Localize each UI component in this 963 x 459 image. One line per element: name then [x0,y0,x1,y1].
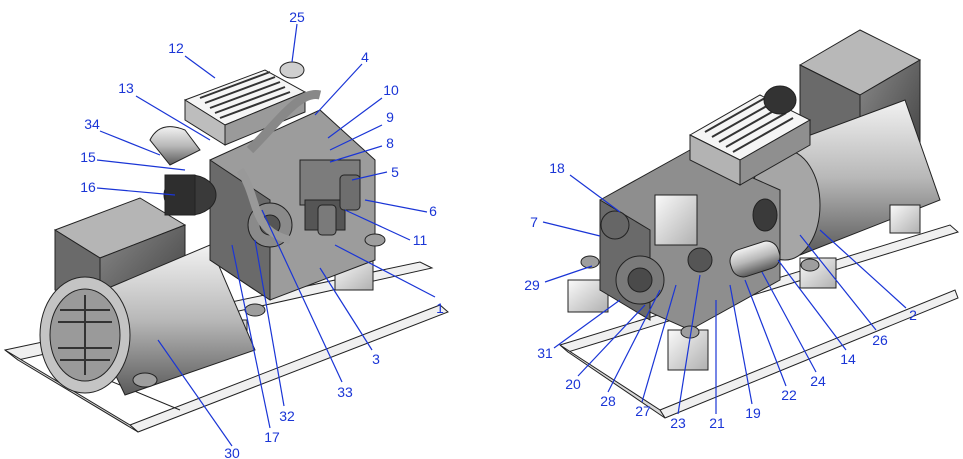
left-alternator-body [39,244,256,396]
left-heat-exchanger [183,69,307,146]
callout-label: 16 [80,179,96,195]
callout-label: 5 [391,164,399,180]
left-air-filter [163,174,217,216]
callout-label: 6 [429,203,437,219]
right-water-pump [687,247,713,273]
callout-label: 33 [337,384,353,400]
callout-label: 34 [84,116,100,132]
callout-label: 2 [909,307,917,323]
callout-label: 8 [386,135,394,151]
callout-label: 15 [80,149,96,165]
callout-label: 27 [635,403,651,419]
callout-label: 31 [537,345,553,361]
callout-label: 12 [168,40,184,56]
callout-label: 20 [565,376,581,392]
right-alternator-pulley [600,210,630,240]
callout-label: 24 [810,373,826,389]
callout-label: 29 [524,277,540,293]
right-generator-view [558,29,960,419]
left-leader-lines [96,23,436,447]
left-generator-view [3,61,449,433]
callout-label: 3 [372,351,380,367]
callout-label: 26 [872,332,888,348]
right-exhaust-mixer [729,240,781,278]
left-oil-filter [339,174,361,211]
callout-label: 14 [840,351,856,367]
callout-label: 10 [383,82,399,98]
callout-label: 30 [224,445,240,459]
callout-label: 23 [670,415,686,431]
callout-label: 19 [745,405,761,421]
callout-label: 32 [279,408,295,424]
left-exhaust-elbow [149,126,201,166]
right-leader-lines [542,174,907,415]
callout-label: 17 [264,429,280,445]
callout-label: 11 [413,232,428,248]
callout-label: 4 [361,49,369,65]
callout-label: 1 [436,300,444,316]
left-coolant-cap [279,61,305,79]
right-coolant-tank [654,194,698,246]
callout-label: 18 [549,160,565,176]
callout-label: 25 [289,9,305,25]
callout-label: 7 [530,214,538,230]
callout-label: 28 [600,393,616,409]
callout-label: 22 [781,387,797,403]
callout-label: 9 [386,109,394,125]
callout-label: 13 [118,80,134,96]
left-fuel-filter [317,204,337,236]
left-callouts: 25 12 4 13 10 34 9 8 15 5 16 6 11 1 3 33… [80,9,444,459]
callout-label: 21 [709,415,725,431]
right-callouts: 18 7 29 31 20 28 27 23 21 19 22 24 14 26… [524,160,917,431]
